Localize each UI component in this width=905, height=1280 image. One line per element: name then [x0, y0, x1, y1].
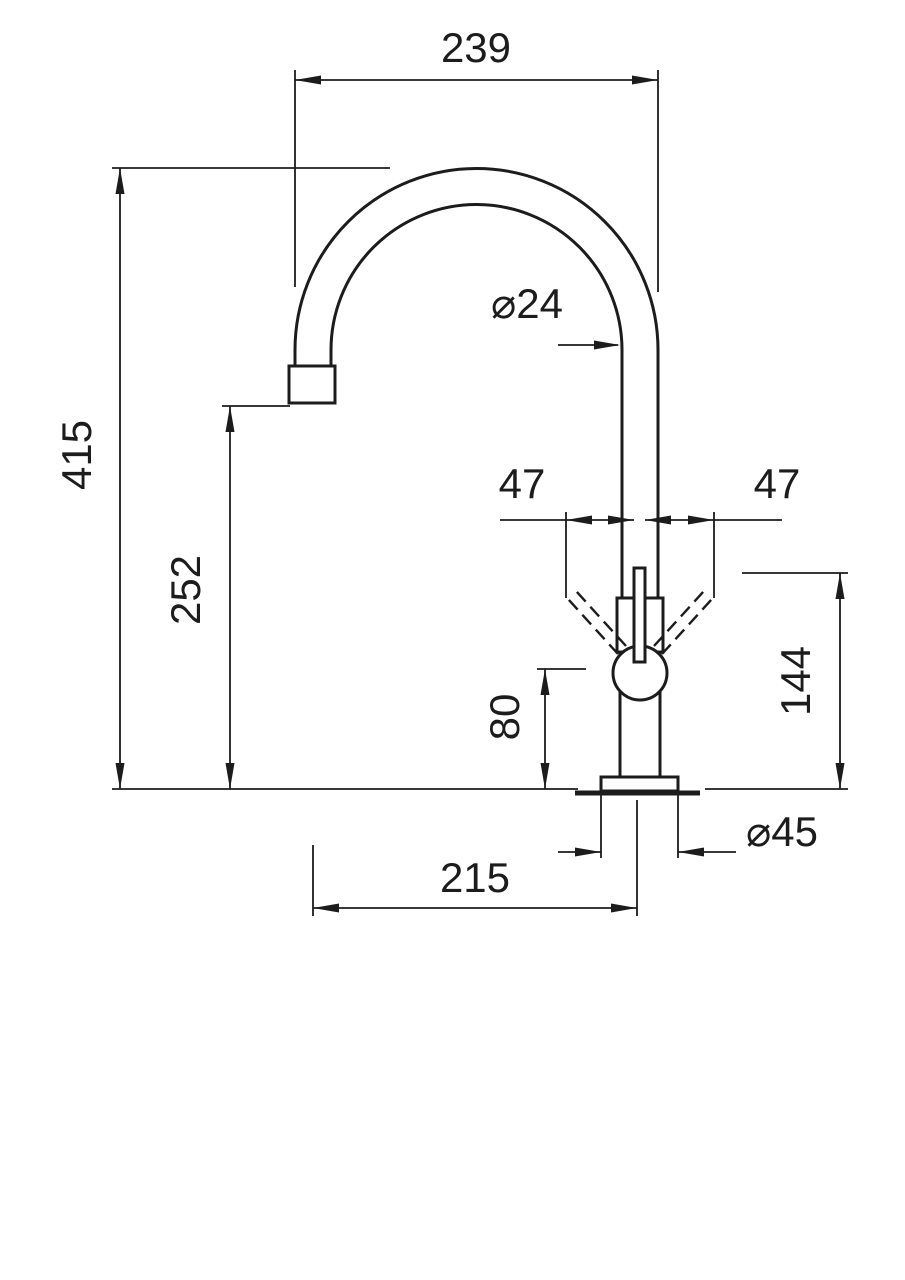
- handle-swing-right-edge2: [661, 598, 713, 655]
- dim-label-47-left: 47: [499, 460, 546, 507]
- arrowhead-up: [225, 406, 235, 432]
- arrowhead-left: [295, 75, 321, 85]
- dim-spout-reach-top: 239: [294, 24, 659, 292]
- faucet-outline: [287, 167, 713, 796]
- arrowhead-down: [540, 763, 550, 789]
- arrowhead-right: [611, 903, 637, 913]
- dim-pipe-diameter: ⌀24: [491, 280, 620, 350]
- arrowhead-down: [835, 763, 845, 789]
- handle-swing-right-edge1: [653, 590, 705, 647]
- handle-swing-left-edge1: [575, 590, 627, 647]
- dim-handle-top-height: 144: [705, 572, 848, 790]
- arrowhead: [645, 515, 671, 525]
- dim-label-239: 239: [441, 24, 511, 71]
- dim-label-252: 252: [162, 555, 209, 625]
- arrowhead-right: [632, 75, 658, 85]
- arrowhead-inward-left: [678, 847, 704, 857]
- dim-label-80: 80: [481, 694, 528, 741]
- handle-swing-left-edge2: [567, 598, 619, 655]
- dim-label-144: 144: [772, 646, 819, 716]
- arrowhead-up: [835, 573, 845, 599]
- dim-label-415: 415: [53, 420, 100, 490]
- arrowhead-up: [115, 168, 125, 194]
- arrowhead-right: [594, 340, 620, 350]
- arrowhead-inward-right: [575, 847, 601, 857]
- dim-total-height: 415: [53, 167, 578, 790]
- spout-tip: [287, 364, 337, 405]
- arrowhead: [566, 515, 592, 525]
- arrowhead-down: [115, 763, 125, 789]
- dim-label-215: 215: [440, 854, 510, 901]
- dim-spout-outlet-height: 252: [162, 405, 290, 789]
- arrowhead-up: [540, 669, 550, 695]
- dim-base-diameter: ⌀45: [558, 795, 818, 858]
- arrowhead-down: [225, 763, 235, 789]
- arrowhead-left: [313, 903, 339, 913]
- dim-label-d45: ⌀45: [746, 808, 818, 855]
- arrowhead: [688, 515, 714, 525]
- handle-lever: [632, 566, 647, 664]
- spout-outer-arc: [293, 167, 660, 351]
- dim-base-to-spout: 215: [312, 800, 638, 916]
- spout-inner-arc: [329, 203, 624, 351]
- dim-label-d24: ⌀24: [491, 280, 563, 327]
- dim-handle-swing: 47 47: [499, 460, 801, 598]
- base-flange: [599, 775, 680, 793]
- dim-label-47-right: 47: [754, 460, 801, 507]
- arrowhead: [608, 515, 634, 525]
- dim-ball-center-height: 80: [481, 668, 586, 789]
